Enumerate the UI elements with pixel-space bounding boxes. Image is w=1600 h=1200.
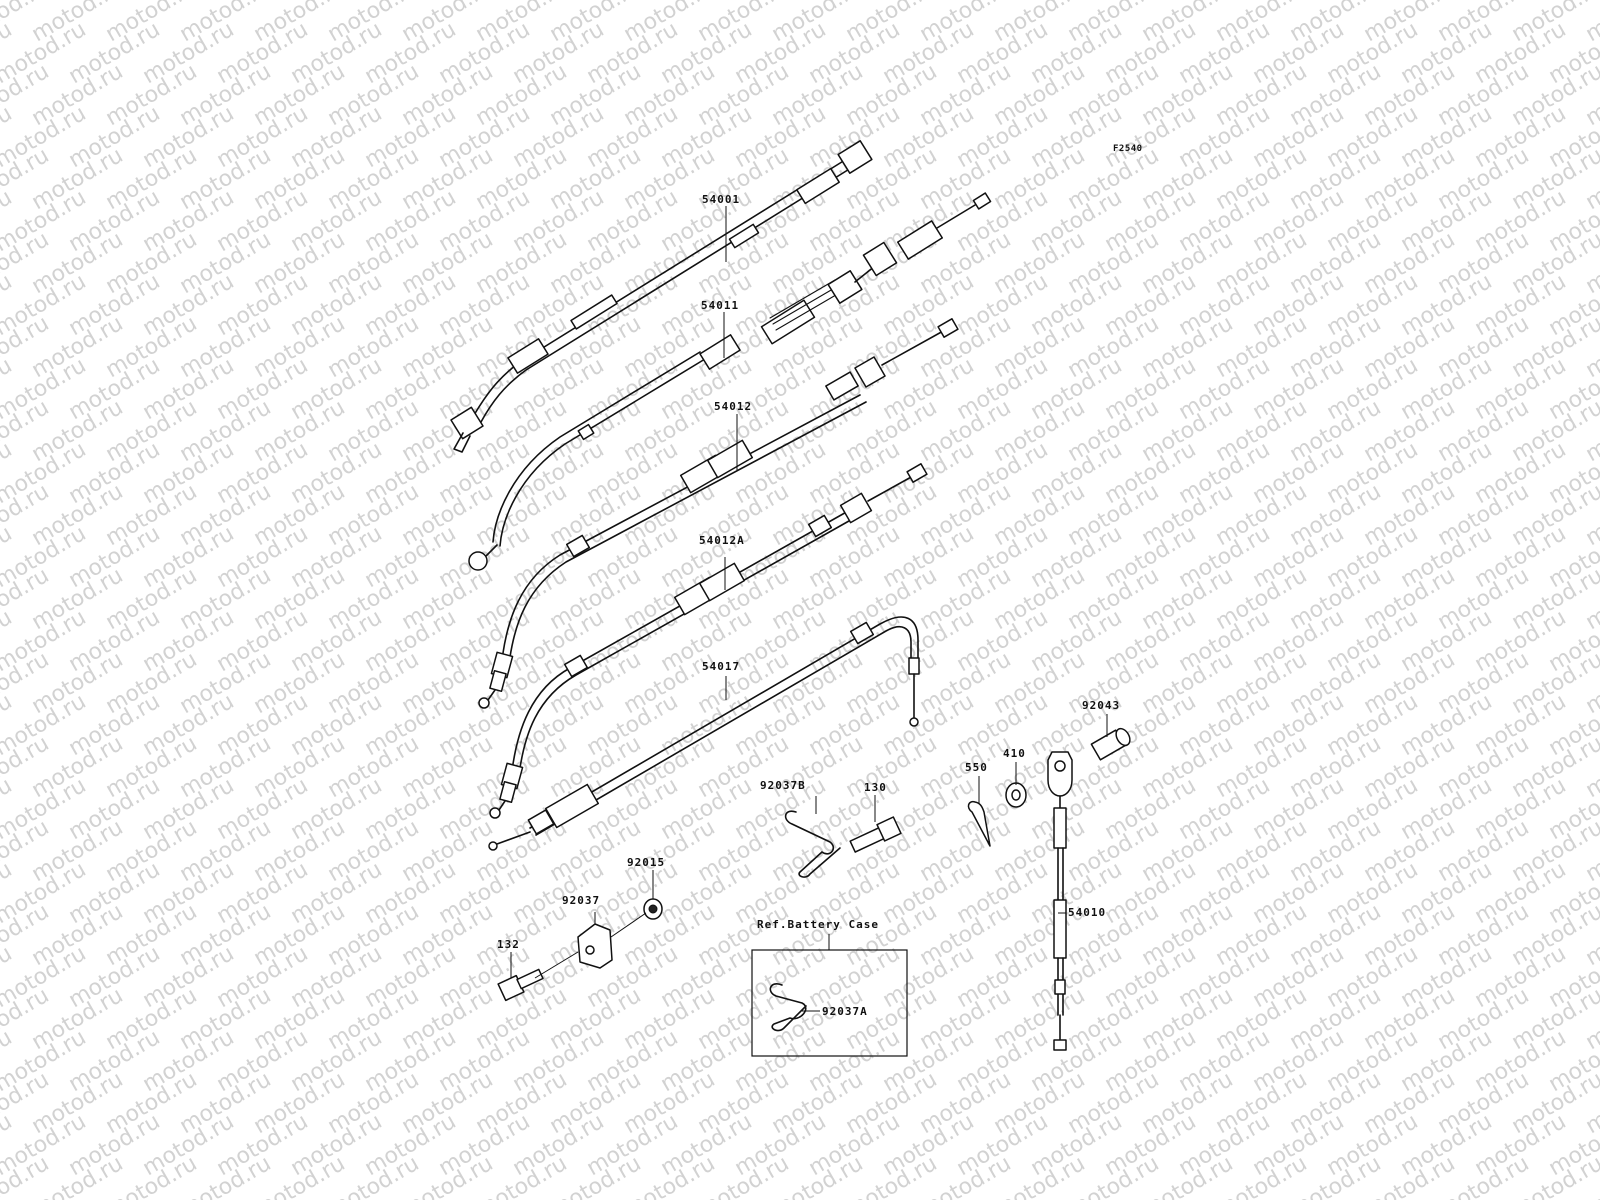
callout-54010: 54010 [1068, 906, 1106, 919]
callout-54012A: 54012A [699, 534, 745, 547]
clip-92037A[interactable] [769, 983, 807, 1032]
nut-92015[interactable] [643, 898, 663, 920]
cable-54010[interactable] [1047, 751, 1073, 1051]
callout-410: 410 [1003, 747, 1026, 760]
callout-132: 132 [497, 938, 520, 951]
callout-92037A: 92037A [822, 1005, 868, 1018]
reference-box-battery-case: Ref.Battery Case [751, 918, 908, 1057]
callout-92043: 92043 [1082, 699, 1120, 712]
bolt-130[interactable] [849, 816, 902, 853]
callout-130: 130 [864, 781, 887, 794]
callout-550: 550 [965, 761, 988, 774]
callout-92015: 92015 [627, 856, 665, 869]
speedometer-cable-54001[interactable] [450, 140, 873, 453]
callout-54017: 54017 [702, 660, 740, 673]
reference-box-title: Ref.Battery Case [757, 918, 879, 931]
bolt-132[interactable] [497, 968, 544, 1002]
washer-410[interactable] [1005, 782, 1027, 808]
callout-54012: 54012 [714, 400, 752, 413]
figure-code: F2540 [1113, 144, 1143, 154]
collar-92043[interactable] [1090, 726, 1132, 761]
cable-54012[interactable] [478, 318, 959, 709]
throttle-cable-54011[interactable] [468, 192, 992, 571]
callout-92037: 92037 [562, 894, 600, 907]
callout-54001: 54001 [702, 193, 740, 206]
cable-54012A[interactable] [489, 463, 928, 819]
callout-92037B: 92037B [760, 779, 806, 792]
choke-cable-54017[interactable] [488, 616, 920, 851]
clamp-92037B[interactable] [784, 810, 841, 878]
leader-lines [510, 206, 1108, 1012]
callout-54011: 54011 [701, 299, 739, 312]
